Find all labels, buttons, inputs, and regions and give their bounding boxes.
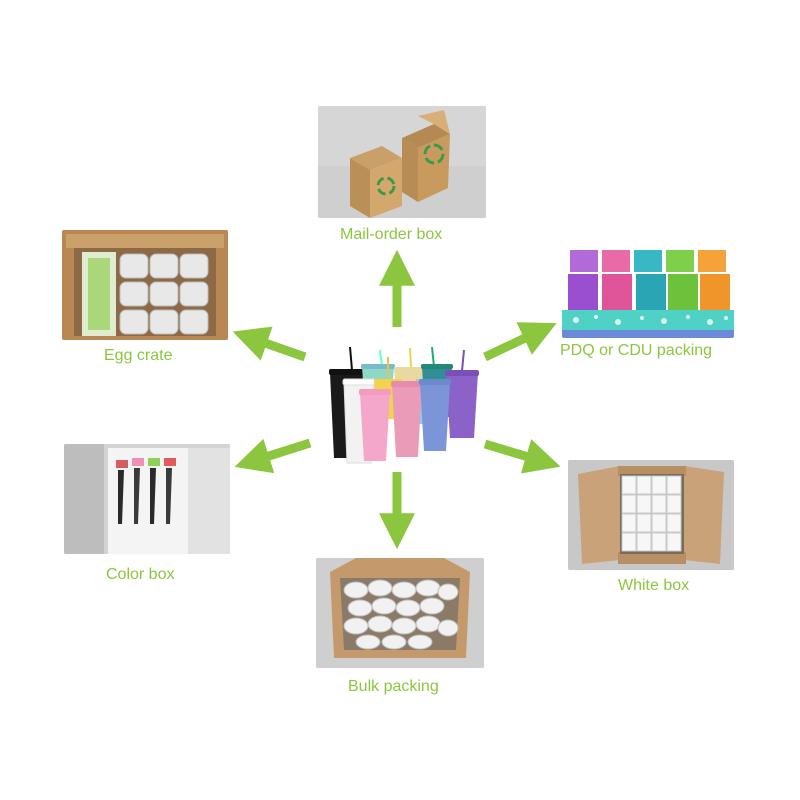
recycle-icon: [423, 143, 445, 165]
arrow-to-white-box: [483, 439, 561, 474]
pdq-packing-image: [562, 240, 734, 338]
arrow-to-color-box: [234, 438, 312, 474]
pdq-packing-caption: PDQ or CDU packing: [560, 342, 713, 359]
egg-crate-caption: Egg crate: [104, 347, 173, 364]
bulk-packing-image: [316, 558, 484, 668]
arrow-to-egg-crate: [232, 326, 307, 362]
color-box-image: [64, 444, 230, 554]
bulk-packing-caption: Bulk packing: [348, 678, 439, 695]
tumbler-cups-icon: [322, 345, 482, 465]
white-box-image: [568, 460, 734, 570]
white-box-caption: White box: [618, 577, 690, 594]
egg-crate-image: [62, 230, 228, 340]
color-box-caption: Color box: [106, 566, 175, 583]
mail-order-box-image: [318, 106, 486, 218]
mail-order-box-caption: Mail-order box: [340, 226, 443, 243]
arrow-to-pdq: [483, 322, 557, 362]
